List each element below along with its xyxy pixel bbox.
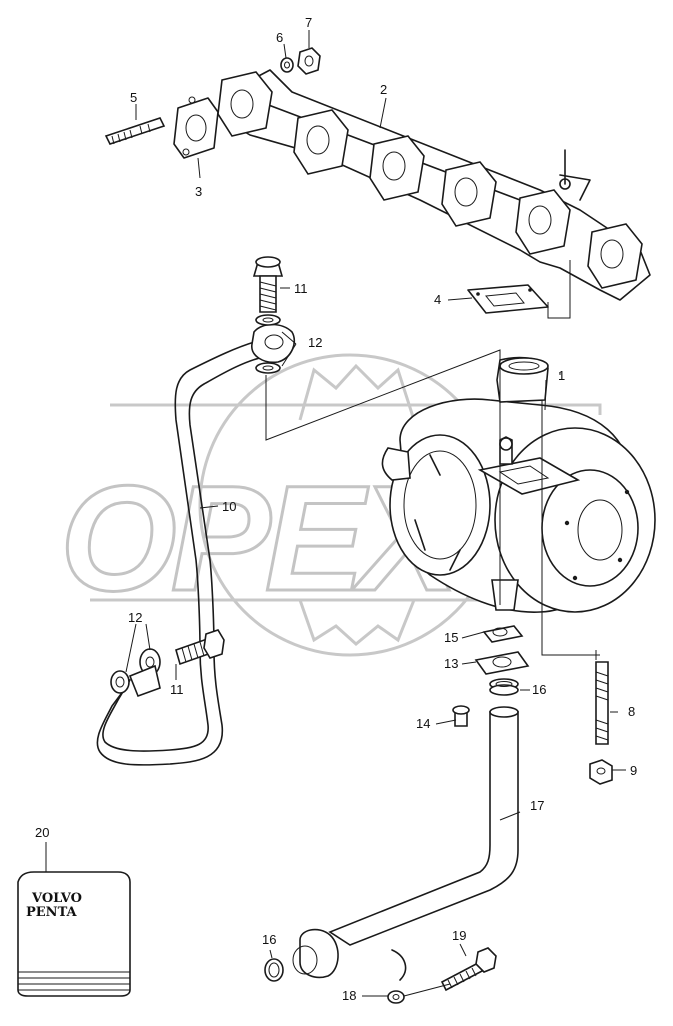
callout-12-top: 12 [308, 335, 322, 350]
callout-numbers: 1 2 3 4 5 6 7 8 9 10 11 11 12 12 13 14 1… [35, 15, 637, 1003]
oil-return-pipe [292, 706, 519, 981]
callout-19: 19 [452, 928, 466, 943]
callout-20: 20 [35, 825, 49, 840]
callout-1: 1 [558, 368, 565, 383]
return-screw-14 [452, 705, 470, 727]
nut-9 [589, 759, 613, 785]
manual-brand-line1: VOLVO [31, 891, 82, 906]
o-ring-16-upper [489, 678, 519, 696]
banjo-bolt-lower [175, 629, 225, 666]
callout-2: 2 [380, 82, 387, 97]
callout-11-top: 11 [294, 281, 308, 296]
instruction-book: VOLVO PENTA [17, 871, 131, 997]
leader-lines [45, 30, 626, 997]
callout-9: 9 [630, 763, 637, 778]
return-flange [474, 651, 530, 675]
callout-12-lower: 12 [128, 610, 142, 625]
callout-13: 13 [444, 656, 458, 671]
seal-washer-mid [255, 362, 281, 374]
callout-16-upper: 16 [532, 682, 546, 697]
callout-17: 17 [530, 798, 544, 813]
manual-brand-line2: PENTA [26, 905, 78, 920]
washer-6 [280, 57, 294, 73]
banjo-bolt-top [252, 256, 284, 313]
callout-10: 10 [222, 499, 236, 514]
callout-14: 14 [416, 716, 430, 731]
stud-8 [595, 661, 609, 745]
nut-7 [297, 47, 321, 75]
callout-4: 4 [434, 292, 441, 307]
exhaust-manifold [217, 69, 651, 301]
manifold-gasket [173, 96, 219, 159]
seal-washer-lower-b [110, 670, 130, 694]
o-ring-16-lower [264, 958, 284, 982]
callout-18: 18 [342, 988, 356, 1003]
clamp-18 [387, 990, 405, 1004]
callout-8: 8 [628, 704, 635, 719]
screw-19 [440, 947, 497, 992]
return-flange-gasket [482, 625, 524, 643]
turbocharger [381, 356, 656, 613]
callout-15: 15 [444, 630, 458, 645]
seal-washer-top [255, 314, 281, 326]
callout-3: 3 [195, 184, 202, 199]
callout-5: 5 [130, 90, 137, 105]
manifold-stud [104, 117, 166, 145]
callout-6: 6 [276, 30, 283, 45]
turbo-gasket [467, 284, 549, 314]
banjo-eye-lower [128, 664, 161, 698]
callout-16-lower: 16 [262, 932, 276, 947]
callout-7: 7 [305, 15, 312, 30]
callout-11-lower: 11 [170, 682, 184, 697]
